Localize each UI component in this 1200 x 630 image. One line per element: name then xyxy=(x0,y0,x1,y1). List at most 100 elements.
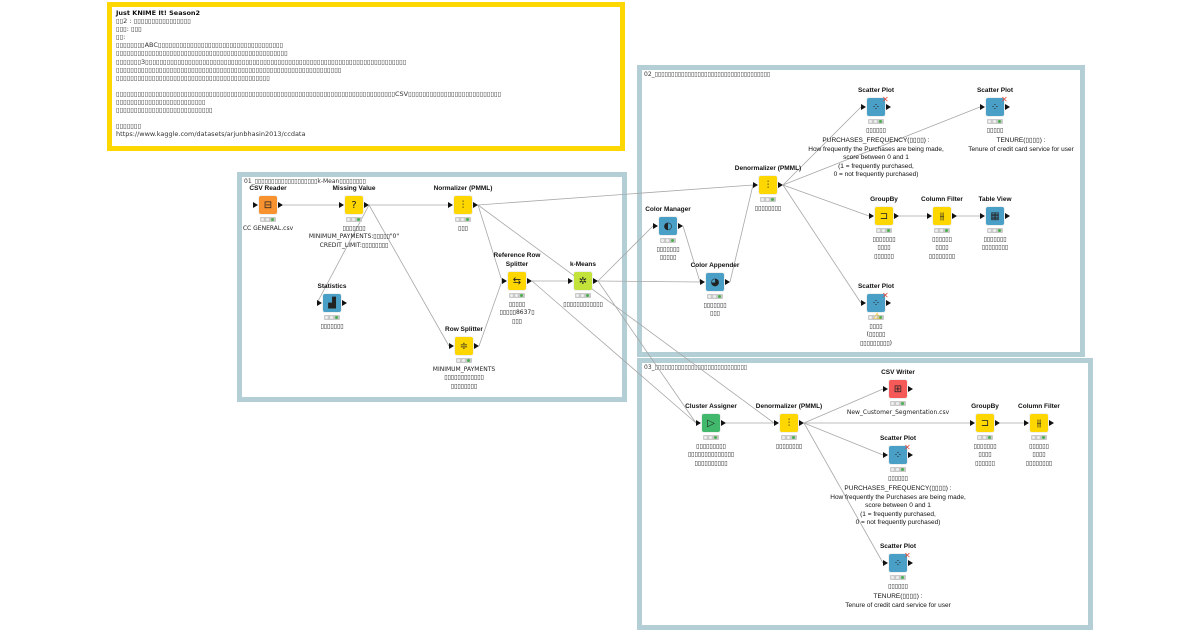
node-caption[interactable]: ▯▯▯▯▯▯▯▯▯▯▯▯ xyxy=(598,246,738,263)
node-caption[interactable]: ▯▯▯▯▯▯▯▯▯▯▯▯▯▯▯▯▯ xyxy=(814,236,954,261)
port-out-icon[interactable] xyxy=(995,420,1000,426)
node-label[interactable]: GroupBy xyxy=(971,402,999,410)
file-writer-icon[interactable]: ⊞ xyxy=(889,380,907,398)
node-label[interactable]: Scatter Plot xyxy=(879,542,917,550)
port-in-icon[interactable] xyxy=(774,420,779,426)
port-out-icon[interactable] xyxy=(1049,420,1054,426)
connection-kmeans-color_manager[interactable] xyxy=(597,225,654,282)
port-in-icon[interactable] xyxy=(253,202,258,208)
groupby-icon[interactable]: ⊐ xyxy=(976,414,994,432)
column-filter-icon[interactable]: ⫵ xyxy=(1030,414,1048,432)
connection-denorm_b-scatter_d[interactable] xyxy=(803,422,884,456)
connection-normalizer-denorm_b[interactable] xyxy=(477,204,775,424)
normalize-icon[interactable]: ⫶ xyxy=(454,196,472,214)
node-caption[interactable]: ▯▯▯▯▯▯▯▯▯▯▯▯▯▯▯▯▯ xyxy=(915,443,1055,468)
connection-denorm_a-scatter_a[interactable] xyxy=(782,106,862,186)
connection-normalizer-denorm_a[interactable] xyxy=(477,184,754,206)
port-in-icon[interactable] xyxy=(339,202,344,208)
row-split-icon[interactable]: ≑ xyxy=(455,337,473,355)
node-caption[interactable]: New_Customer_Segmentation.csv xyxy=(828,409,968,417)
node-caption[interactable]: ▯▯▯▯▯▯▯▯▯▯▯▯▯▯▯▯▯▯▯▯▯▯▯▯▯▯▯▯▯▯▯▯▯ xyxy=(641,443,781,468)
node-caption[interactable]: CC GENERAL.csv xyxy=(198,225,338,233)
port-in-icon[interactable] xyxy=(980,213,985,219)
port-in-icon[interactable] xyxy=(883,386,888,392)
port-in-icon[interactable] xyxy=(653,223,658,229)
node-label[interactable]: Column Filter xyxy=(921,195,963,203)
port-in-icon[interactable] xyxy=(861,300,866,306)
section-02-annotation[interactable]: 02_▯▯▯▯▯▯▯▯▯▯▯▯▯▯▯▯▯▯▯▯▯▯▯▯▯▯▯▯▯▯▯▯▯▯▯ xyxy=(637,65,1085,357)
node-caption[interactable]: ▯▯▯▯▯▯ xyxy=(828,583,968,591)
port-out-icon[interactable] xyxy=(1005,213,1010,219)
node-label[interactable]: Color Manager xyxy=(645,205,691,213)
question-icon[interactable]: ? xyxy=(345,196,363,214)
node-caption[interactable]: ▯▯▯ xyxy=(393,225,533,233)
node-label[interactable]: GroupBy xyxy=(870,195,898,203)
node-label[interactable]: Scatter Plot xyxy=(857,282,895,290)
node-label[interactable]: Denormalizer (PMML) xyxy=(734,164,802,172)
denormalize-icon[interactable]: ⫶ xyxy=(759,176,777,194)
color-append-icon[interactable]: ◕ xyxy=(706,273,724,291)
denormalize-icon[interactable]: ⫶ xyxy=(780,414,798,432)
port-out-icon[interactable] xyxy=(894,213,899,219)
node-caption[interactable]: ▯▯▯▯▯▯▯MINIMUM_PAYMENTS:▯▯▯▯▯"0"CREDIT_L… xyxy=(284,225,424,250)
table-icon[interactable]: ▦ xyxy=(986,207,1004,225)
node-label[interactable]: k-Means xyxy=(569,260,596,268)
port-out-icon[interactable] xyxy=(886,104,891,110)
port-out-icon[interactable] xyxy=(678,223,683,229)
node-caption[interactable]: ▯▯▯▯▯▯▯▯ xyxy=(698,205,838,213)
port-in-icon[interactable] xyxy=(861,104,866,110)
scatter-plot-icon[interactable]: ⁘ xyxy=(986,98,1004,116)
port-in-icon[interactable] xyxy=(753,182,758,188)
port-out-icon[interactable] xyxy=(474,343,479,349)
node-label[interactable]: Reference Row Splitter xyxy=(493,252,541,268)
node-caption[interactable]: MINIMUM_PAYMENTS▯▯▯▯▯▯▯▯▯▯▯▯▯▯▯▯▯▯▯▯ xyxy=(394,366,534,391)
node-label[interactable]: Scatter Plot xyxy=(857,86,895,94)
port-in-icon[interactable] xyxy=(883,452,888,458)
port-out-icon[interactable] xyxy=(721,420,726,426)
port-out-icon[interactable] xyxy=(364,202,369,208)
connection-missing_value-row_splitter[interactable] xyxy=(368,204,450,347)
cluster-assign-icon[interactable]: ▷ xyxy=(702,414,720,432)
port-in-icon[interactable] xyxy=(696,420,701,426)
section-03-annotation[interactable]: 03_▯▯▯▯▯▯▯▯▯▯▯▯▯▯▯▯▯▯▯▯▯▯▯▯▯▯▯▯ xyxy=(637,358,1093,630)
node-caption[interactable]: ▯▯▯▯▯ xyxy=(925,127,1065,135)
port-out-icon[interactable] xyxy=(342,300,347,306)
node-label[interactable]: Missing Value xyxy=(332,184,376,192)
scatter-plot-icon[interactable]: ⁘ xyxy=(889,446,907,464)
node-label[interactable]: Table View xyxy=(978,195,1012,203)
file-reader-icon[interactable]: ⊟ xyxy=(259,196,277,214)
port-in-icon[interactable] xyxy=(1024,420,1029,426)
connection-ref_row_splitter-cluster_assigner[interactable] xyxy=(531,280,697,424)
port-out-icon[interactable] xyxy=(473,202,478,208)
port-out-icon[interactable] xyxy=(593,278,598,284)
port-in-icon[interactable] xyxy=(449,343,454,349)
node-label[interactable]: CSV Reader xyxy=(249,184,287,192)
kmeans-icon[interactable]: ✲ xyxy=(574,272,592,290)
connection-row_splitter-ref_row_splitter[interactable] xyxy=(478,280,503,347)
node-caption[interactable]: ▯▯▯▯▯▯ xyxy=(806,127,946,135)
node-label[interactable]: Statistics xyxy=(317,282,347,290)
port-out-icon[interactable] xyxy=(952,213,957,219)
port-out-icon[interactable] xyxy=(908,452,913,458)
node-label[interactable]: Row Splitter xyxy=(445,325,483,333)
connection-denorm_a-scatter_b[interactable] xyxy=(782,106,981,186)
node-caption[interactable]: ▯▯▯▯(▯▯▯▯▯▯▯▯▯▯▯▯▯▯) xyxy=(806,323,946,348)
connection-denorm_a-groupby_a[interactable] xyxy=(782,184,870,217)
node-caption[interactable]: ▯▯▯▯▯▯▯▯▯▯▯▯▯▯▯ xyxy=(925,236,1065,253)
port-in-icon[interactable] xyxy=(700,279,705,285)
connection-normalizer-ref_row_splitter[interactable] xyxy=(477,204,503,282)
port-out-icon[interactable] xyxy=(908,560,913,566)
connection-color_manager-color_appender[interactable] xyxy=(682,225,701,283)
scatter-plot-icon[interactable]: ⁘ xyxy=(867,98,885,116)
column-filter-icon[interactable]: ⫵ xyxy=(933,207,951,225)
port-in-icon[interactable] xyxy=(448,202,453,208)
section-01-annotation[interactable]: 01_▯▯▯▯▯▯▯▯▯▯▯▯▯▯▯▯▯▯▯k-Mean▯▯▯▯▯▯▯▯ xyxy=(237,172,627,402)
node-label[interactable]: CSV Writer xyxy=(881,368,915,376)
node-label[interactable]: Cluster Assigner xyxy=(685,402,737,410)
node-caption[interactable]: ▯▯▯▯▯▯▯ xyxy=(262,323,402,331)
scatter-plot-icon[interactable]: ⁘ xyxy=(889,554,907,572)
port-in-icon[interactable] xyxy=(317,300,322,306)
port-in-icon[interactable] xyxy=(883,560,888,566)
node-caption[interactable]: ▯▯▯▯▯▯ xyxy=(828,475,968,483)
node-label[interactable]: Scatter Plot xyxy=(976,86,1014,94)
